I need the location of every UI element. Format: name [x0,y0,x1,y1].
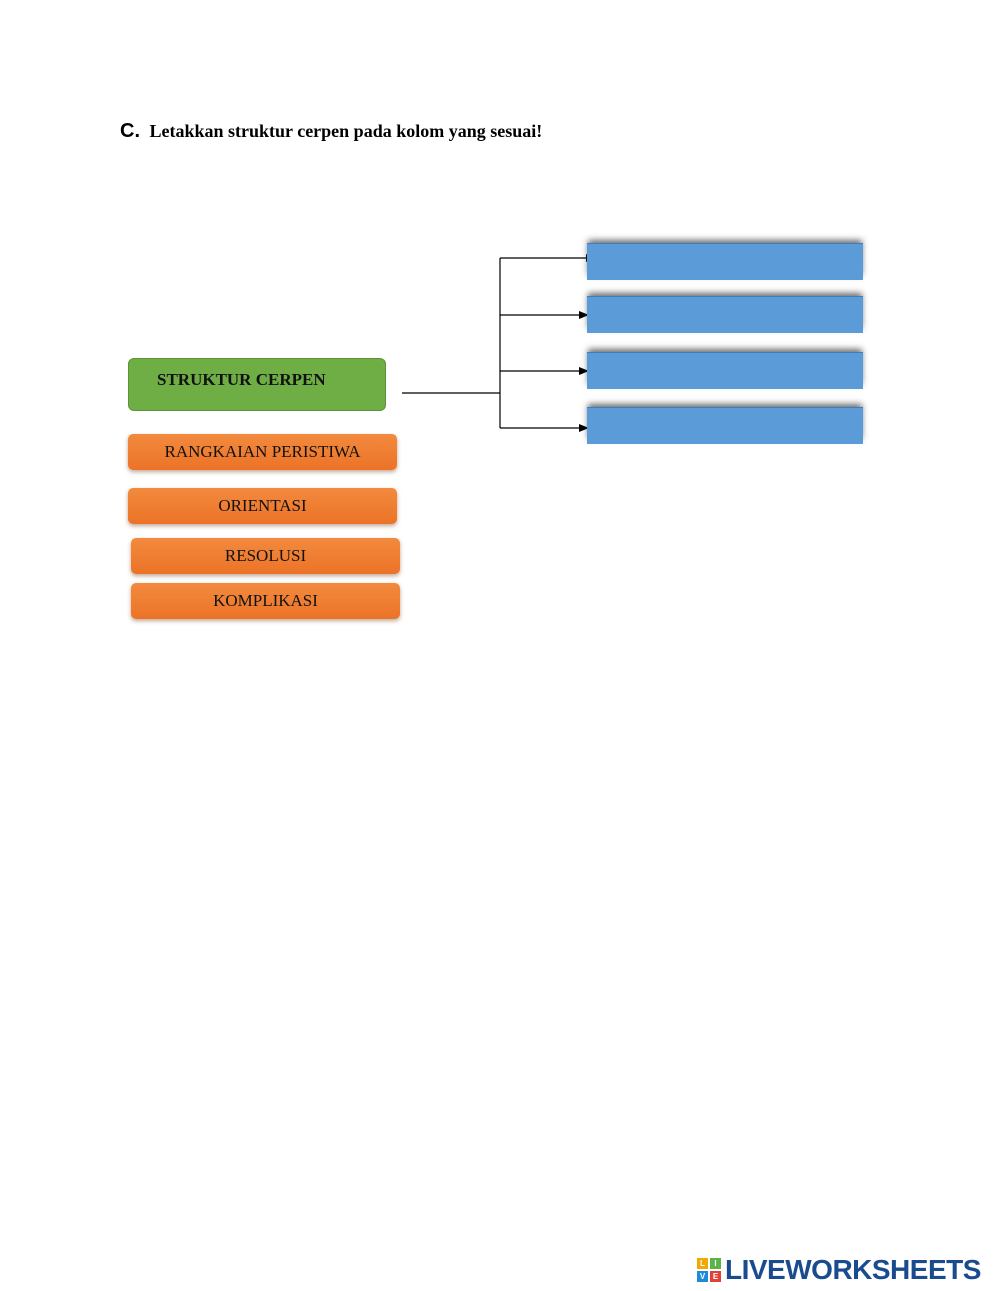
liveworksheets-logo: L I V E LIVEWORKSHEETS [697,1254,981,1285]
logo-mark-icon: L I V E [697,1258,721,1282]
instruction-text: Letakkan struktur cerpen pada kolom yang… [149,121,543,141]
answer-option-resolusi[interactable]: RESOLUSI [131,538,400,574]
answer-option-orientasi[interactable]: ORIENTASI [128,488,397,524]
drop-slot-1[interactable] [587,243,863,280]
question-letter: C. [120,120,140,142]
drop-slot-4[interactable] [587,407,863,444]
answer-option-komplikasi[interactable]: KOMPLIKASI [131,583,400,619]
instruction-heading: C. Letakkan struktur cerpen pada kolom y… [120,120,542,143]
drop-slot-2[interactable] [587,296,863,333]
logo-wordmark: LIVEWORKSHEETS [725,1254,981,1285]
answer-option-rangkaian-peristiwa[interactable]: RANGKAIAN PERISTIWA [128,434,397,470]
root-node-box: STRUKTUR CERPEN [128,358,386,411]
drop-slot-3[interactable] [587,352,863,389]
root-node-label: STRUKTUR CERPEN [157,370,326,389]
